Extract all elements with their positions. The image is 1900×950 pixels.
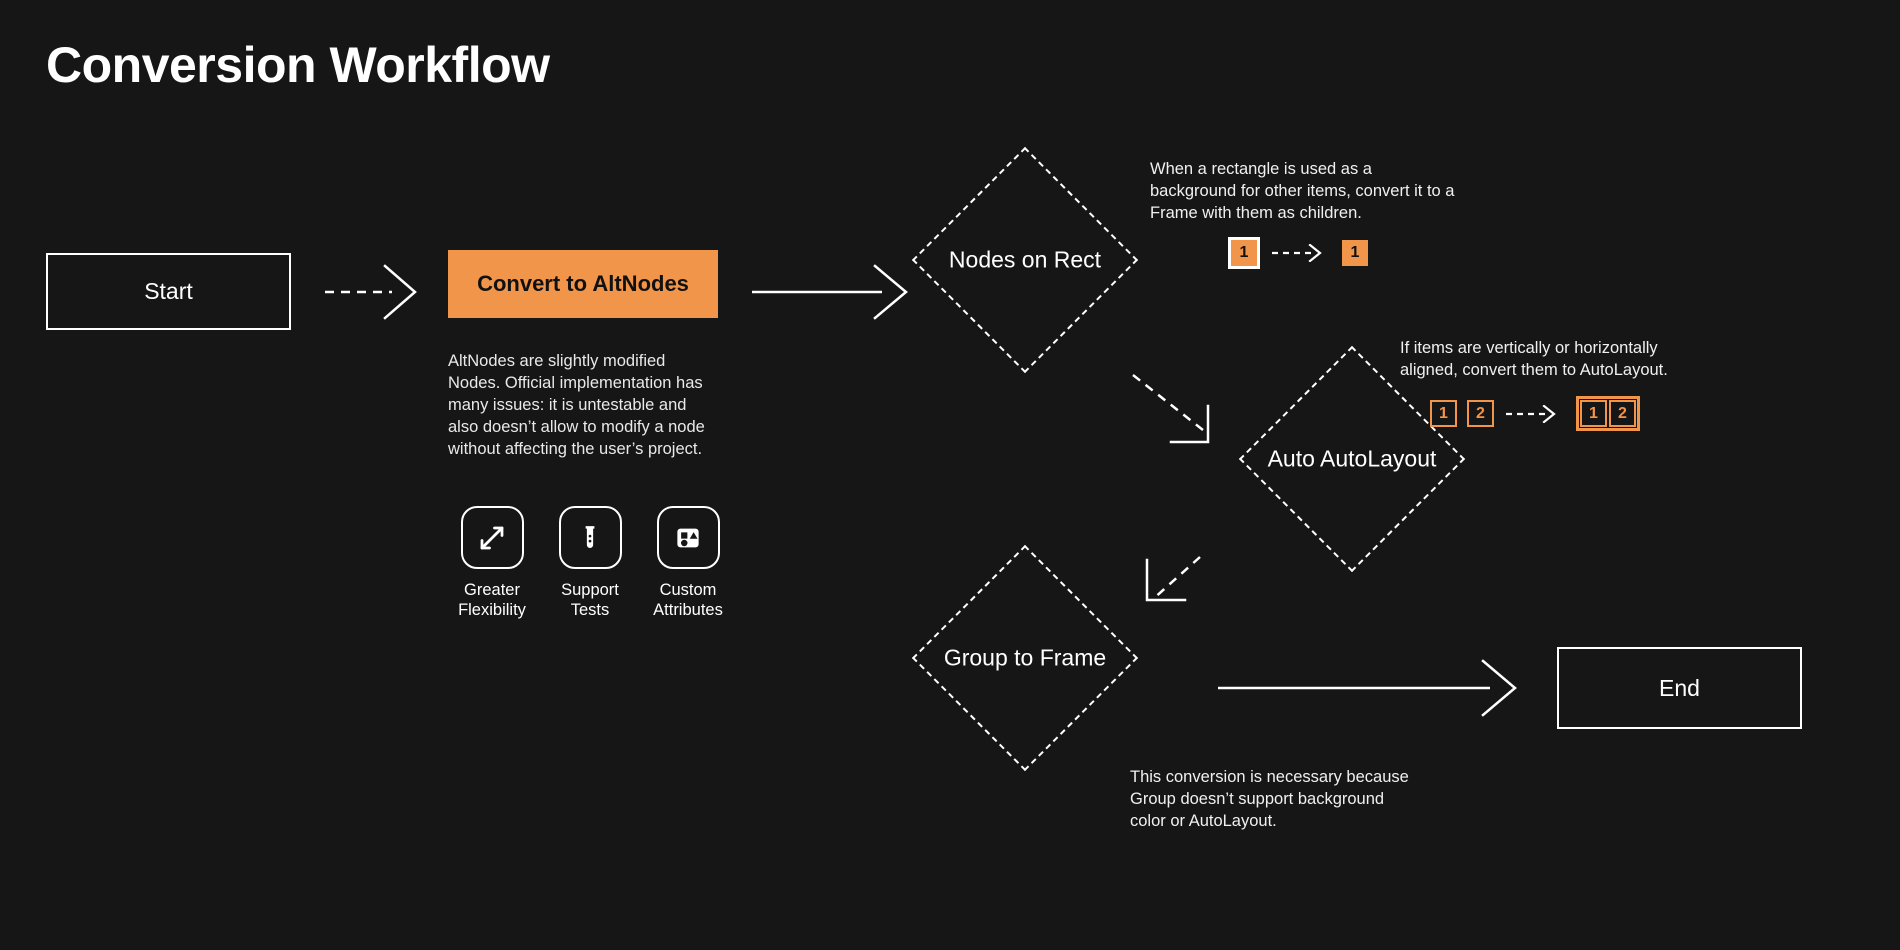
feature-label: Support Tests <box>550 580 630 620</box>
feature-label-line1: Support <box>561 581 619 599</box>
node-nodes-on-rect[interactable]: Nodes on Rect <box>911 146 1139 374</box>
node-convert-label: Convert to AltNodes <box>477 271 689 296</box>
connector-convert-to-nodesonrect <box>752 264 908 320</box>
feature-label-line1: Custom <box>659 581 717 599</box>
feature-label: Custom Attributes <box>648 580 728 620</box>
badge-after-1: 1 <box>1580 400 1607 427</box>
shapes-icon <box>656 506 720 569</box>
node-end[interactable]: End <box>1557 647 1802 729</box>
badge-before-2: 2 <box>1467 400 1494 427</box>
node-auto-autolayout[interactable]: Auto AutoLayout <box>1238 345 1466 573</box>
convert-description: AltNodes are slightly modified Nodes. Of… <box>448 352 705 458</box>
node-group-to-frame[interactable]: Group to Frame <box>911 544 1139 772</box>
expand-arrows-icon <box>460 506 524 569</box>
node-auto-autolayout-label: Auto AutoLayout <box>1267 445 1437 472</box>
diamond-outline <box>911 146 1139 374</box>
feature-custom-attributes[interactable]: Custom Attributes <box>648 506 728 620</box>
connector-grouptoframe-to-end <box>1218 659 1517 717</box>
node-nodes-on-rect-label: Nodes on Rect <box>948 246 1102 273</box>
connector-autoautolayout-to-grouptoframe <box>1145 556 1201 602</box>
node-start[interactable]: Start <box>46 253 291 330</box>
node-end-label: End <box>1659 674 1700 701</box>
feature-label-line2: Tests <box>570 601 610 619</box>
mini-dashed-arrow-icon <box>1506 404 1556 423</box>
annotation-nodes-on-rect-text: When a rectangle is used as a background… <box>1150 160 1455 222</box>
node-group-to-frame-label: Group to Frame <box>943 644 1107 671</box>
badge-group-after: 1 2 <box>1576 396 1640 431</box>
annotation-group-to-frame-text: This conversion is necessary because Gro… <box>1130 768 1409 830</box>
feature-support-tests[interactable]: Support Tests <box>550 506 630 620</box>
annotation-auto-autolayout-example: 1 2 1 2 <box>1430 396 1640 431</box>
feature-label-line2: Flexibility <box>458 601 526 619</box>
node-start-label: Start <box>144 278 193 304</box>
annotation-auto-autolayout-text: If items are vertically or horizontally … <box>1400 339 1668 379</box>
badge-after: 1 <box>1342 240 1368 266</box>
connector-nodesonrect-to-autoautolayout <box>1132 374 1210 444</box>
test-tube-icon <box>558 506 622 569</box>
feature-label: Greater Flexibility <box>452 580 532 620</box>
page-title: Conversion Workflow <box>46 37 550 93</box>
feature-label-line1: Greater <box>464 581 520 599</box>
badge-after-2: 2 <box>1609 400 1636 427</box>
diamond-outline <box>911 544 1139 772</box>
badge-before: 1 <box>1228 237 1260 269</box>
feature-list: Greater Flexibility Support Tests <box>452 506 732 620</box>
mini-dashed-arrow-icon <box>1272 244 1322 262</box>
badge-before-1: 1 <box>1430 400 1457 427</box>
annotation-nodes-on-rect-example: 1 1 <box>1228 237 1368 269</box>
feature-greater-flexibility[interactable]: Greater Flexibility <box>452 506 532 620</box>
connector-start-to-convert <box>325 264 417 320</box>
node-convert-to-altnodes[interactable]: Convert to AltNodes <box>448 250 718 318</box>
feature-label-line2: Attributes <box>653 601 723 619</box>
